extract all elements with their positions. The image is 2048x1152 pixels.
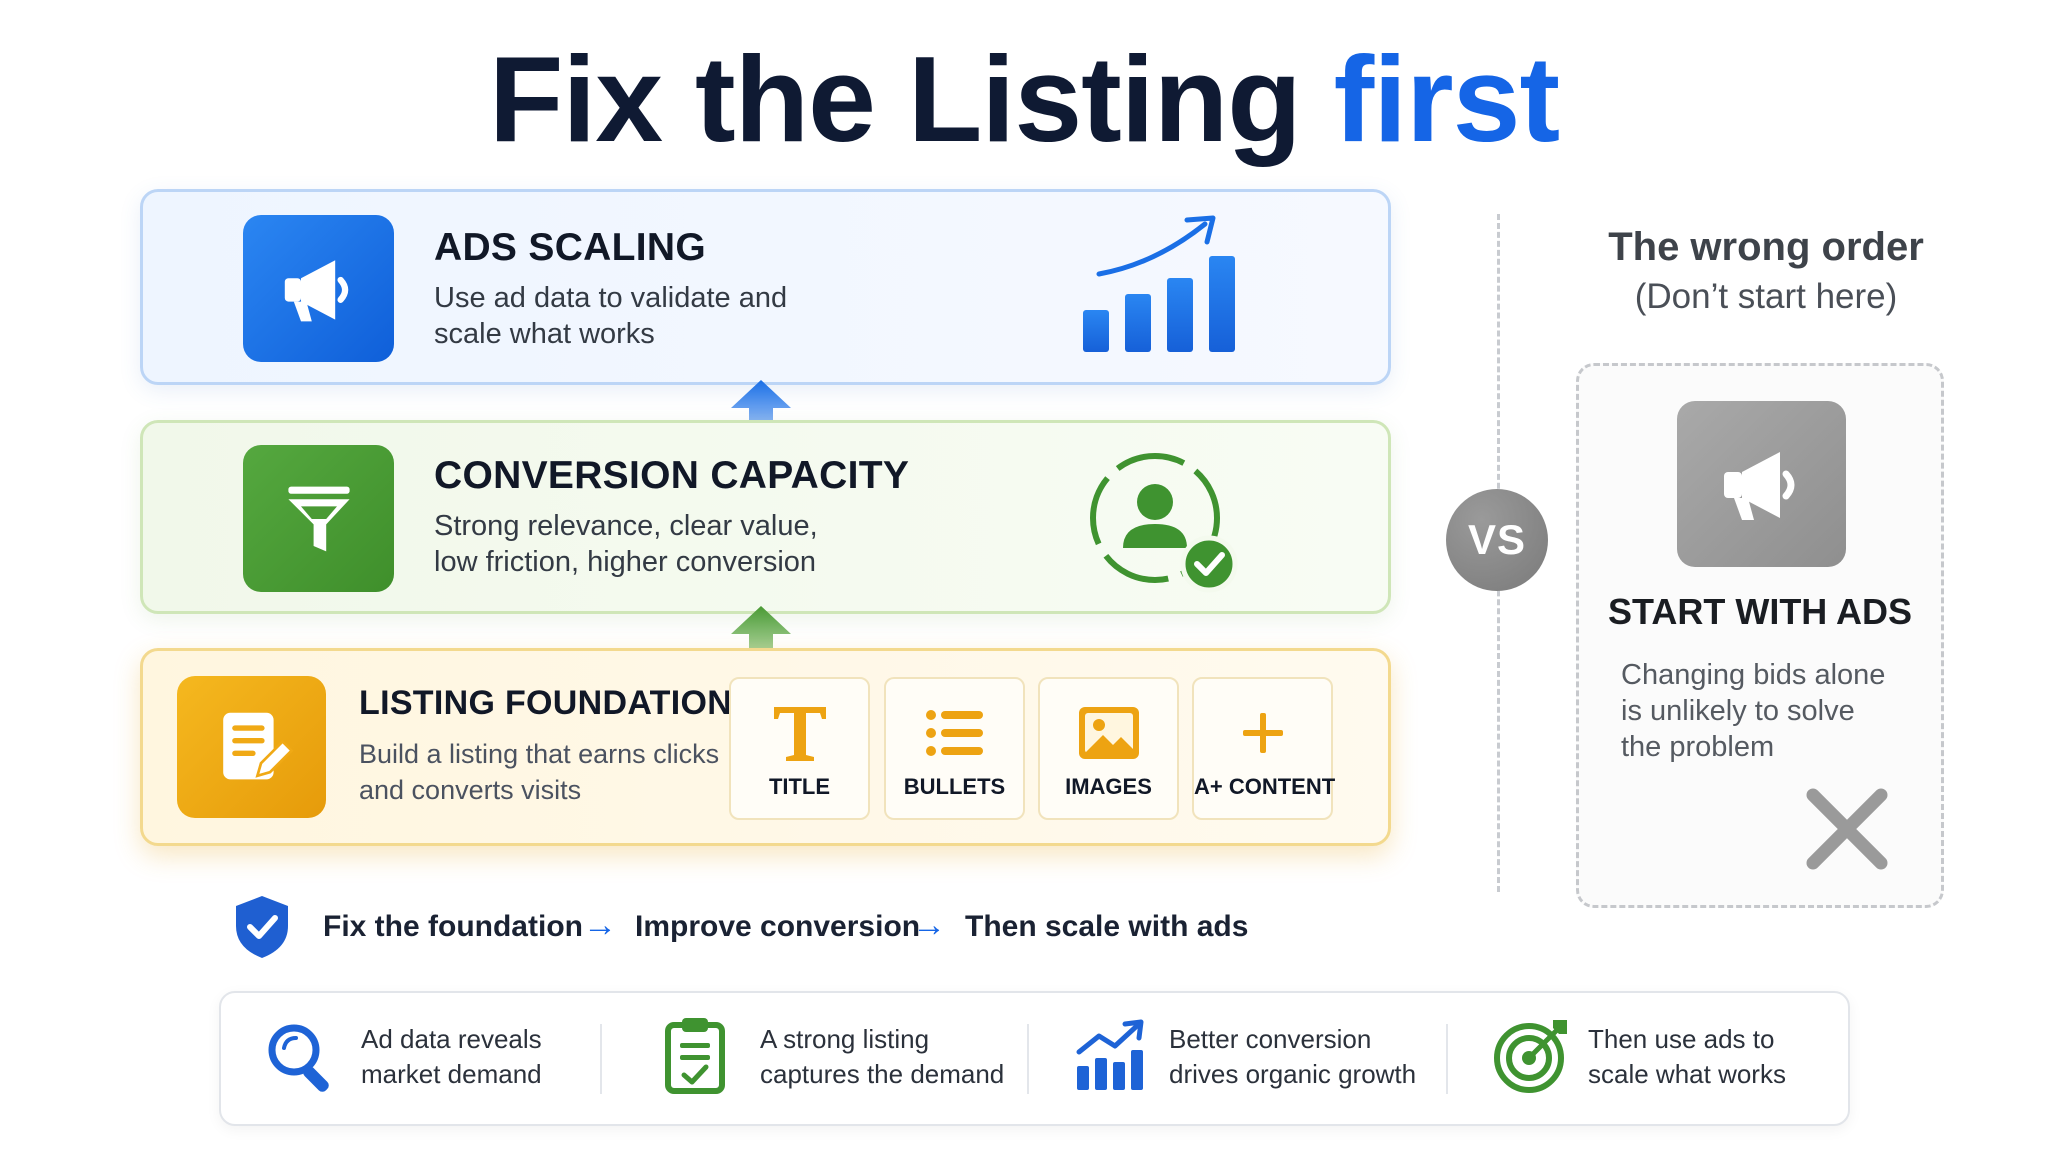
cross-icon [1806, 788, 1888, 870]
list-icon [886, 701, 1023, 765]
page-title: Fix the Listing first [0, 34, 2048, 164]
up-arrow-icon [731, 380, 791, 448]
listing-item-images: IMAGES [1038, 677, 1179, 820]
conversion-desc-1: Strong relevance, clear value, [434, 510, 818, 542]
title-main: Fix the Listing [488, 31, 1302, 167]
clipboard-check-icon [665, 1018, 725, 1094]
up-arrow-icon [731, 606, 791, 674]
bar-item-2-line-1: A strong listing [760, 1024, 930, 1054]
megaphone-icon [243, 215, 394, 362]
image-icon [1040, 701, 1177, 765]
bar-item-3-line-2: drives organic growth [1169, 1059, 1417, 1089]
funnel-icon [243, 445, 394, 592]
wrong-order-subtitle: (Don’t start here) [1634, 277, 1898, 316]
shield-check-icon [236, 896, 288, 958]
document-edit-icon [177, 676, 326, 818]
start-with-ads-desc-2: is unlikely to solve [1621, 695, 1855, 727]
arrow-right-icon: → [912, 906, 946, 944]
megaphone-icon [1677, 401, 1846, 567]
start-with-ads-desc-1: Changing bids alone [1621, 659, 1886, 691]
listing-item-label: IMAGES [1065, 774, 1152, 799]
trend-chart-icon [1076, 1019, 1144, 1090]
conversion-capacity-title: CONVERSION CAPACITY [434, 454, 910, 497]
listing-desc-1: Build a listing that earns clicks [359, 739, 720, 769]
bar-item-1-line-1: Ad data reveals [361, 1024, 542, 1054]
flow-step-1: Fix the foundation [323, 910, 583, 943]
growth-bar-chart-icon [1083, 215, 1235, 352]
bar-divider [1027, 1024, 1029, 1094]
arrow-right-icon: → [583, 906, 617, 944]
user-check-icon [1090, 453, 1238, 593]
flow-step-2: Improve conversion [635, 910, 921, 943]
bar-divider [600, 1024, 602, 1094]
bar-item-1-line-2: market demand [361, 1059, 542, 1089]
listing-item-label: BULLETS [903, 774, 1006, 799]
ads-scaling-title: ADS SCALING [434, 226, 706, 269]
bar-divider [1446, 1024, 1448, 1094]
listing-item-a-plus-content: A+ CONTENT [1192, 677, 1336, 820]
listing-item-label: TITLE [768, 774, 831, 799]
start-with-ads-desc-3: the problem [1621, 731, 1775, 763]
target-icon [1494, 1020, 1567, 1093]
plus-icon [1194, 701, 1331, 765]
vs-badge: VS [1446, 489, 1548, 591]
listing-item-bullets: BULLETS [884, 677, 1025, 820]
bar-item-3-line-1: Better conversion [1169, 1024, 1372, 1054]
text-t-icon [731, 701, 868, 765]
listing-item-label: A+ CONTENT [1194, 774, 1336, 799]
start-with-ads-title: START WITH ADS [1608, 591, 1912, 632]
bar-item-4-line-2: scale what works [1588, 1059, 1786, 1089]
flow-step-3: Then scale with ads [965, 910, 1249, 943]
title-accent: first [1333, 31, 1560, 167]
ads-scaling-desc-2: scale what works [434, 318, 655, 350]
listing-item-title: TITLE [729, 677, 870, 820]
listing-foundation-title: LISTING FOUNDATION [359, 684, 733, 722]
bar-item-4-line-1: Then use ads to [1588, 1024, 1775, 1054]
bar-item-2-line-2: captures the demand [760, 1059, 1005, 1089]
wrong-order-title: The wrong order [1608, 225, 1924, 269]
conversion-desc-2: low friction, higher conversion [434, 546, 817, 578]
listing-desc-2: and converts visits [359, 775, 582, 805]
ads-scaling-desc-1: Use ad data to validate and [434, 282, 788, 314]
search-icon [268, 1024, 329, 1092]
summary-bar [219, 991, 1850, 1126]
